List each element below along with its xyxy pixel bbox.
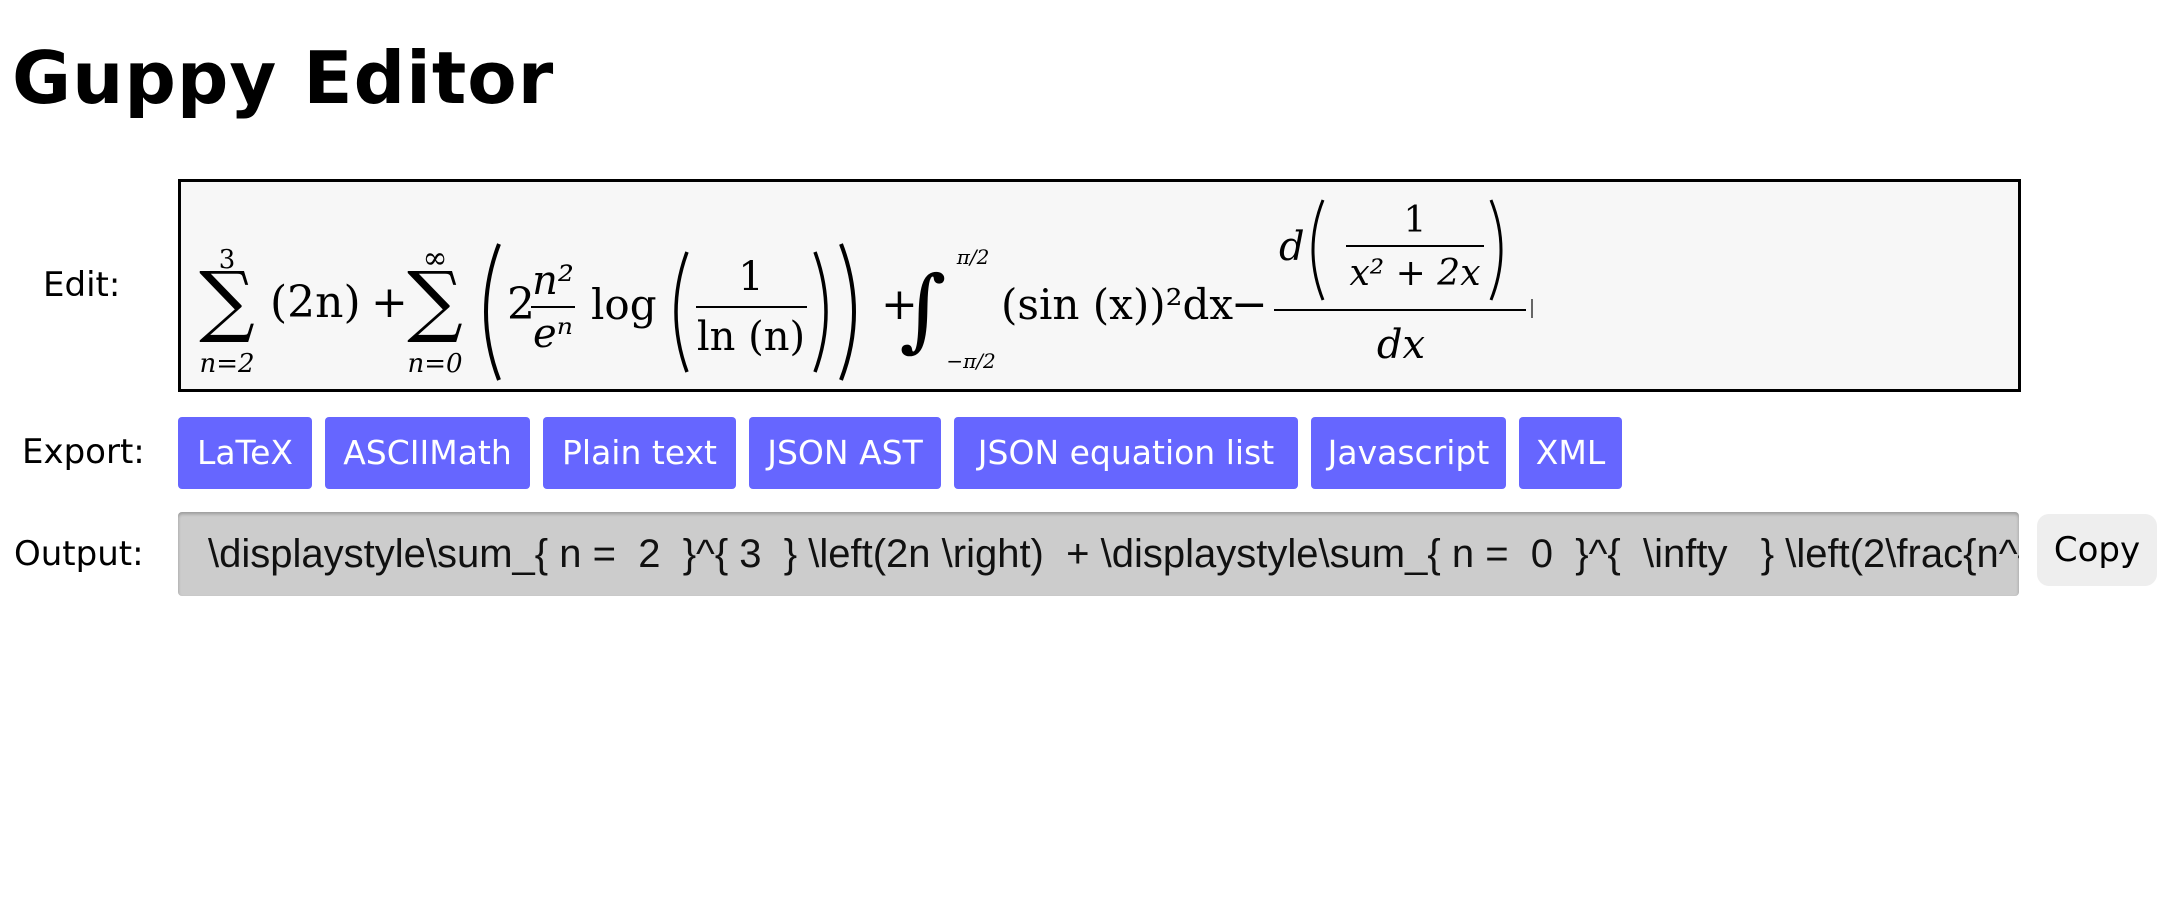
copy-button[interactable]: Copy — [2037, 514, 2157, 586]
sum1-upper: 3 — [219, 245, 236, 275]
deriv-left-paren — [1311, 199, 1325, 301]
integral-symbol: ∫ — [900, 257, 947, 362]
integrand: (sin (x))²dx — [1001, 280, 1233, 329]
export-label: Export: — [22, 432, 145, 472]
output-field[interactable]: \displaystyle\sum_{ n = 2 }^{ 3 } \left(… — [178, 512, 2019, 596]
deriv-d: d — [1279, 224, 1305, 270]
plus-sign-1: + — [371, 277, 408, 328]
deriv-inner-numerator: 1 — [1404, 200, 1427, 241]
export-plain-text-button[interactable]: Plain text — [543, 417, 736, 489]
sum2-upper: ∞ — [423, 241, 448, 276]
sum2-lower: n=0 — [407, 349, 462, 379]
export-xml-button[interactable]: XML — [1519, 417, 1622, 489]
log-function: log — [591, 280, 657, 329]
edit-label: Edit: — [43, 265, 121, 305]
equation-editor[interactable]: 3 ∑ n=2 (2n) + ∞ ∑ n=0 2 n² eⁿ log 1 ln … — [178, 179, 2021, 392]
export-asciimath-button[interactable]: ASCIIMath — [325, 417, 530, 489]
coefficient: 2 — [507, 279, 535, 330]
output-label: Output: — [14, 534, 144, 574]
frac-n-denominator: eⁿ — [533, 311, 573, 357]
export-javascript-button[interactable]: Javascript — [1311, 417, 1506, 489]
integral-upper: π/2 — [956, 245, 990, 269]
sum1-body: (2n) — [270, 277, 361, 328]
sum1-lower: n=2 — [199, 349, 254, 379]
left-paren-inner — [674, 251, 689, 373]
export-latex-button[interactable]: LaTeX — [178, 417, 312, 489]
left-paren-outer — [484, 243, 501, 381]
right-paren-inner — [813, 251, 828, 373]
equation-display: 3 ∑ n=2 (2n) + ∞ ∑ n=0 2 n² eⁿ log 1 ln … — [199, 199, 1533, 381]
integral-lower: −π/2 — [946, 349, 995, 373]
export-json-equation-list-button[interactable]: JSON equation list — [954, 417, 1298, 489]
deriv-right-paren — [1489, 199, 1503, 301]
frac-ln-denominator: ln (n) — [697, 314, 805, 360]
deriv-denominator: dx — [1377, 322, 1425, 368]
export-json-ast-button[interactable]: JSON AST — [749, 417, 941, 489]
deriv-inner-denominator: x² + 2x — [1350, 253, 1481, 294]
plus-sign-2: + — [881, 279, 918, 330]
page-title: Guppy Editor — [12, 36, 555, 120]
sum1-symbol: ∑ — [199, 256, 255, 346]
sum2-symbol: ∑ — [407, 256, 463, 346]
minus-sign: − — [1231, 279, 1268, 330]
frac-ln-numerator: 1 — [738, 254, 763, 300]
frac-n-numerator: n² — [532, 258, 574, 304]
right-paren-outer — [839, 243, 856, 381]
